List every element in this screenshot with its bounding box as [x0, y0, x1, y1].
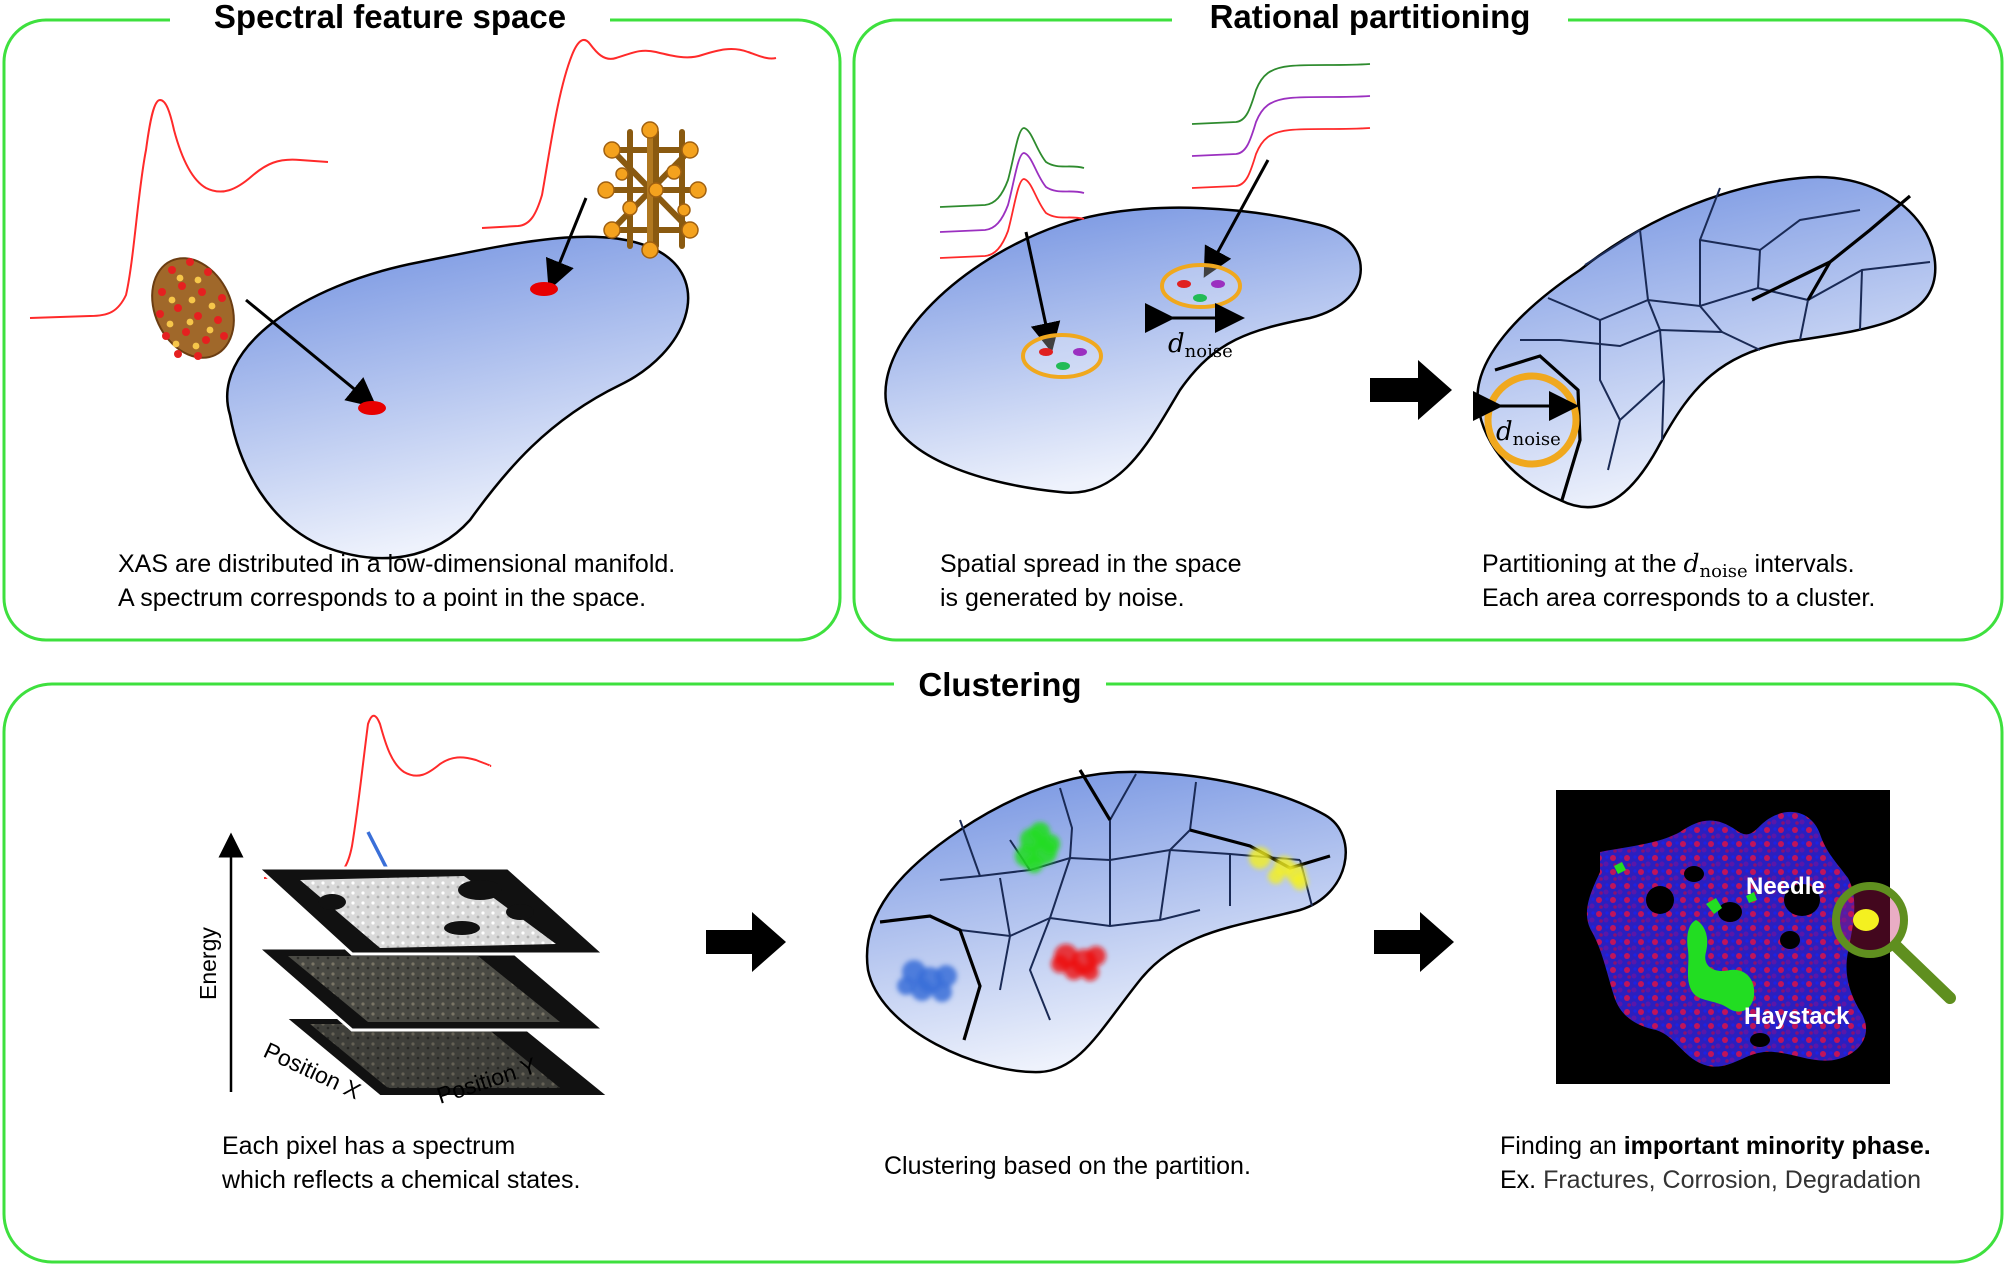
haystack-label: Haystack [1744, 1003, 1850, 1030]
cluster-blue [897, 960, 957, 1002]
caption-line: Each area corresponds to a cluster. [1482, 584, 1875, 612]
crystal-structure-illustration [597, 121, 707, 259]
data-point [358, 401, 386, 415]
spectrum-stack [1191, 63, 1371, 189]
noise-circle [1021, 333, 1103, 379]
spectrum-curve [481, 39, 777, 229]
panel-title: Clustering [918, 666, 1081, 703]
green-phase-region [1687, 920, 1755, 1012]
caption-line: Each pixel has a spectrum [222, 1132, 515, 1160]
title-mask [1172, 2, 1568, 38]
arrow [545, 197, 588, 291]
nanoparticle-illustration [151, 257, 235, 360]
arrow [245, 298, 377, 408]
spectrum-curve [263, 714, 492, 879]
spectrum-stack [939, 127, 1085, 259]
partitioned-manifold: dnoise [1473, 175, 1937, 509]
spectrum-curve [29, 98, 329, 319]
caption-line: which reflects a chemical states. [221, 1166, 580, 1194]
cluster-yellow [1249, 847, 1308, 890]
caption-line: A spectrum corresponds to a point in the… [118, 584, 646, 612]
caption-line: Spatial spread in the space [940, 550, 1242, 578]
noise-circle [1160, 263, 1242, 309]
data-point [530, 282, 558, 296]
transition-arrow [1370, 360, 1452, 420]
panel-title: Rational partitioning [1210, 0, 1531, 35]
cluster-map-image: Needle Haystack [1556, 790, 1956, 1084]
cluster-red [1051, 944, 1106, 981]
title-mask [894, 666, 1106, 702]
caption-line: Finding an important minority phase. [1500, 1132, 1931, 1160]
needle-label: Needle [1746, 873, 1825, 900]
manifold [226, 235, 690, 560]
magnifier-icon [1832, 882, 1956, 1004]
title-mask [170, 2, 610, 38]
clustered-manifold [865, 769, 1347, 1074]
manifold [884, 206, 1362, 494]
transition-arrow [1374, 912, 1454, 972]
arrow [1203, 159, 1270, 278]
caption-line: Ex. Fractures, Corrosion, Degradation [1500, 1166, 1921, 1194]
arrow [1024, 231, 1061, 353]
caption-line: is generated by noise. [940, 584, 1185, 612]
d-noise-label: dnoise [1168, 329, 1233, 362]
transition-arrow [706, 912, 786, 972]
panel-spectral-feature-space: Spectral feature space [2, 0, 842, 642]
image-stack [253, 866, 611, 1097]
caption-line: Clustering based on the partition. [884, 1152, 1251, 1180]
cluster-green [1015, 822, 1060, 873]
panel-title: Spectral feature space [214, 0, 566, 35]
d-noise-label: dnoise [1496, 417, 1561, 450]
panel-rational-partitioning: Rational partitioning dnoise [852, 0, 2004, 642]
axis-label-energy: Energy [195, 927, 221, 1000]
panel-clustering: Clustering Energy Position X Position Y [2, 666, 2004, 1264]
caption-line: XAS are distributed in a low-dimensional… [118, 550, 675, 578]
caption-line: Partitioning at the dnoise intervals. [1482, 549, 1855, 582]
